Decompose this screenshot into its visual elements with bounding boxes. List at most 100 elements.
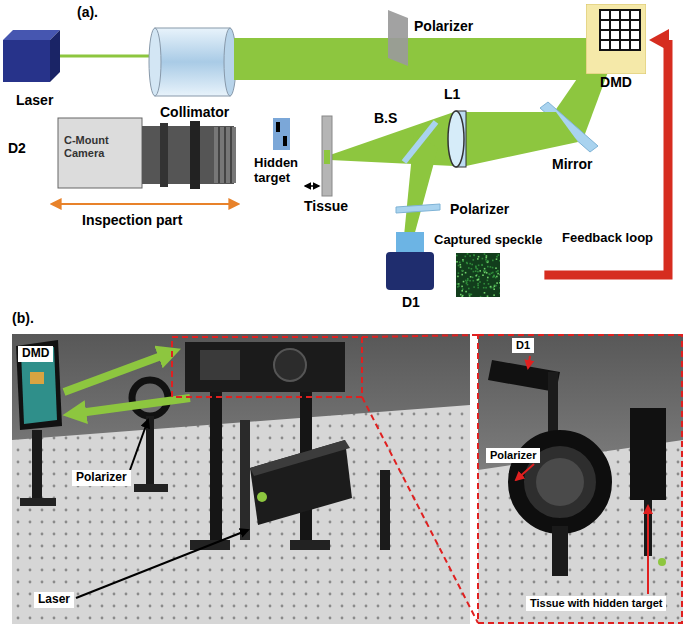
zoom-frame: [362, 397, 478, 623]
panel-label: (a).: [77, 4, 98, 20]
speckle-image: [469, 263, 471, 265]
camera-text: C-Mount Camera: [64, 134, 138, 159]
speckle-image: [492, 267, 494, 269]
setup-photo: [257, 492, 267, 502]
inset-photo: [478, 334, 683, 624]
speckle-image: [477, 285, 479, 287]
speckle-image: [500, 274, 501, 276]
setup-photo: [250, 440, 352, 525]
zoom-frame: [478, 335, 682, 623]
speckle-image: [475, 275, 477, 277]
speckle-image: [465, 280, 467, 282]
speckle-image: [488, 273, 490, 275]
zoom-frame: [362, 335, 478, 337]
speckle-image: [462, 259, 464, 261]
inset-photo: [658, 558, 666, 566]
setup-photo: [12, 334, 470, 624]
setup-photo: [250, 440, 350, 476]
part-label: Polarizer: [414, 18, 473, 34]
speckle-image: [497, 270, 499, 272]
speckle-image: [486, 261, 488, 263]
speckle-image: [488, 283, 490, 285]
part-label: Inspection part: [82, 212, 182, 228]
speckle-image: [456, 261, 458, 263]
speckle-image: [483, 270, 485, 272]
part-label: Mirror: [552, 156, 592, 172]
speckle-image: [484, 253, 486, 255]
hidden-target: [273, 118, 290, 150]
speckle-image: [487, 295, 489, 297]
speckle-image: [479, 281, 481, 283]
speckle-image: [478, 256, 480, 258]
camera-d1: [386, 232, 434, 290]
laser-fiber: [60, 55, 156, 58]
setup-photo: [12, 334, 470, 624]
speckle-image: [484, 292, 486, 294]
part-label: D1: [402, 294, 420, 310]
laser-beam: [404, 134, 438, 236]
tissue-slab: [324, 150, 330, 164]
speckle-image: [473, 280, 475, 282]
speckle-image: [489, 274, 491, 276]
inset-photo: [647, 506, 649, 594]
speckle-image: [484, 268, 486, 270]
hidden-target: [276, 122, 280, 132]
dmd-node: DMD: [584, 2, 648, 92]
speckle-image: [484, 272, 486, 274]
speckle-image: [475, 270, 477, 272]
dmd-chip: [600, 39, 640, 41]
setup-photo: [64, 352, 172, 392]
setup-photo: [146, 416, 154, 486]
setup-photo: [185, 342, 345, 392]
speckle-image: [485, 259, 487, 261]
speckle-image: [500, 280, 501, 282]
speckle-image: [490, 266, 492, 268]
speckle-image: [495, 277, 497, 279]
speckle-image: [471, 264, 473, 266]
speckle-image: [467, 284, 469, 286]
inspection-arrow: [52, 203, 238, 205]
speckle-image: [457, 283, 459, 285]
speckle-image: [477, 279, 479, 281]
speckle-image: [465, 272, 467, 274]
speckle-image: [465, 291, 467, 293]
part-label: Tissue: [304, 198, 348, 214]
speckle-image: [478, 276, 480, 278]
speckle-image: [466, 281, 468, 283]
speckle-image: [467, 278, 469, 280]
speckle-image: [496, 282, 498, 284]
camera-d2: [230, 127, 232, 183]
speckle-image: [478, 265, 480, 267]
speckle-image: [477, 283, 479, 285]
setup-photo: [76, 530, 248, 598]
inset-photo: [528, 356, 530, 368]
camera-d1: [386, 252, 434, 290]
photo-label: D1: [512, 338, 534, 353]
setup-photo: [20, 498, 56, 506]
speckle-image: [496, 271, 498, 273]
speckle-image: [457, 286, 459, 288]
speckle-image: [469, 280, 471, 282]
speckle-image: [461, 286, 463, 288]
laser-beam: [234, 38, 592, 80]
camera-d1: [396, 232, 424, 254]
speckle-image: [492, 272, 494, 274]
photo-label: Tissue with hidden target: [526, 596, 666, 611]
speckle-image: [493, 288, 495, 290]
speckle-image: [472, 277, 474, 279]
node-label: Captured speckle: [434, 232, 542, 247]
speckle-image: [492, 260, 494, 262]
speckle-image: [476, 274, 478, 276]
photo-label: Polarizer: [72, 470, 131, 486]
feedback-arrow: [544, 40, 669, 275]
speckle-image: [493, 276, 495, 278]
speckle-image: [481, 264, 483, 266]
speckle-image: [477, 271, 479, 273]
speckle-image: [486, 255, 488, 257]
speckle-image: [494, 286, 496, 288]
panel-label: (b).: [12, 310, 34, 326]
node-label: DMD: [586, 74, 646, 90]
setup-photo: [16, 340, 62, 430]
hidden-target: [283, 136, 287, 146]
speckle-image: [482, 274, 484, 276]
